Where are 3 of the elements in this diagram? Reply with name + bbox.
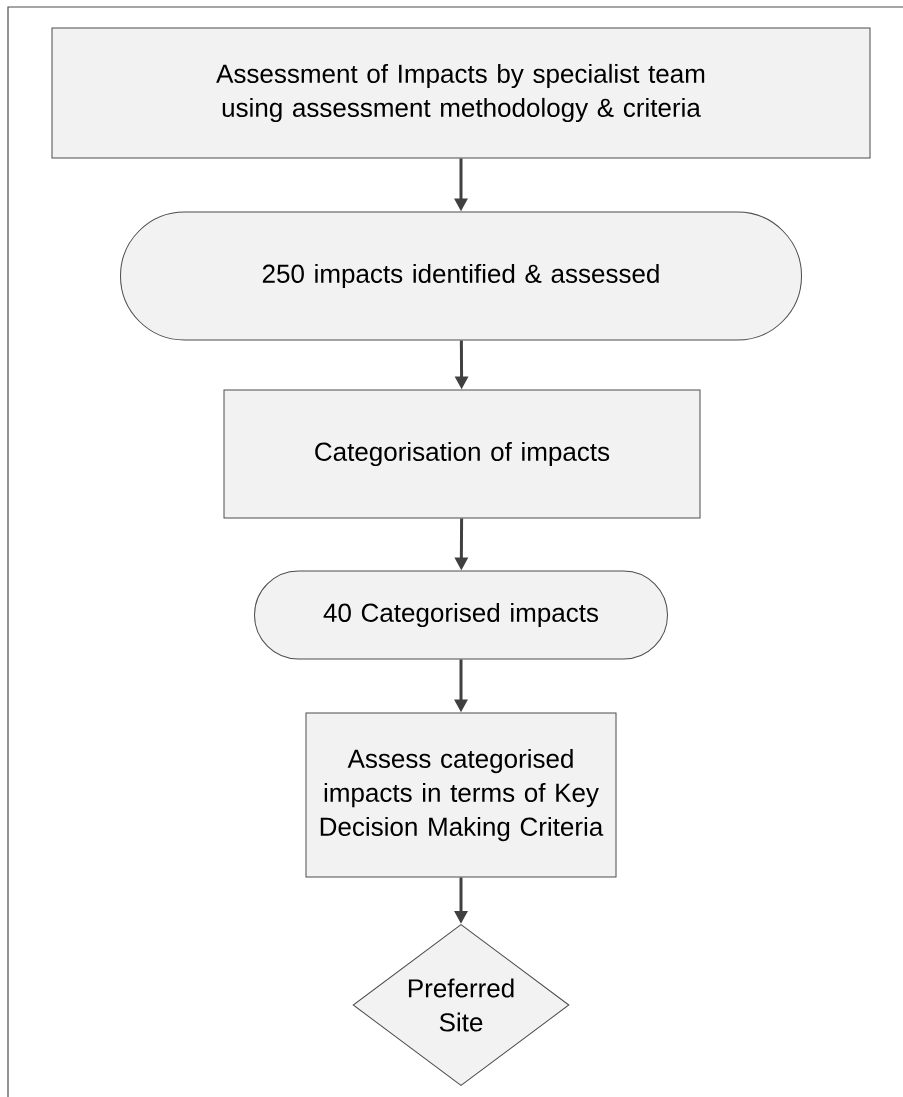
process-box: Assessment of Impacts by specialist team using assessment methodology & criteria — [51, 27, 871, 159]
process-box: Categorisation of impacts — [223, 389, 701, 519]
process-box: Assess categorised impacts in terms of Key Decision Making Criteria — [305, 712, 617, 878]
